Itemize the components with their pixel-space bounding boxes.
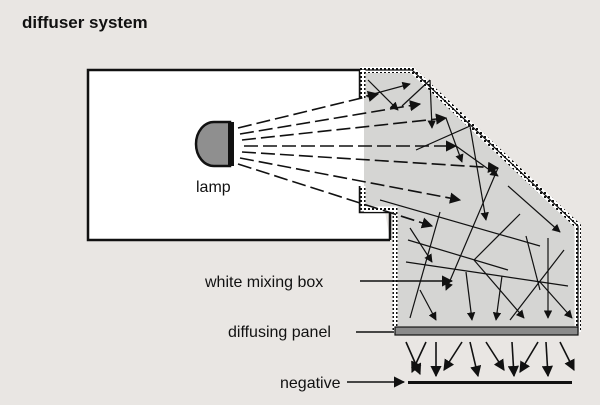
- mixing-box-lower-inner-wall: [360, 186, 398, 332]
- diffusing-panel: [394, 326, 579, 336]
- lamp-rays: [237, 90, 500, 229]
- diagram-title: diffuser system: [22, 13, 148, 32]
- negative-label: negative: [280, 375, 341, 392]
- lamp-house-outline: [86, 68, 390, 242]
- mixing-box-outer-edge: [360, 69, 579, 332]
- mixing-box-interior: [364, 72, 574, 326]
- lamp-bulb: [194, 120, 232, 168]
- mixing-box-label: white mixing box: [204, 274, 323, 291]
- lamp-label: lamp: [196, 179, 231, 196]
- diffusing-panel-label: diffusing panel: [228, 324, 331, 341]
- lamp-socket: [228, 122, 234, 166]
- scattered-rays: [365, 79, 573, 321]
- diffused-rays: [405, 341, 575, 378]
- negative-film: [408, 381, 572, 384]
